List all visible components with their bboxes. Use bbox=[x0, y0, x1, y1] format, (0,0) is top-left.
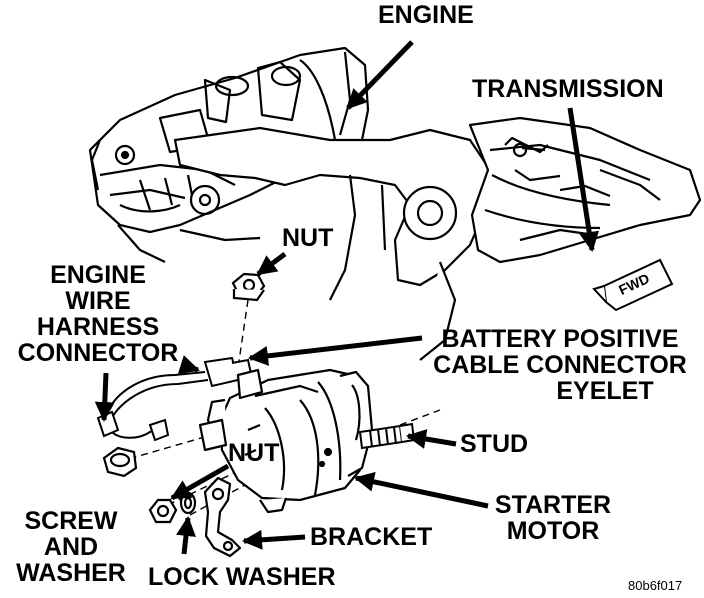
label-starter-motor: STARTER MOTOR bbox=[488, 492, 618, 544]
label-line: EYELET bbox=[556, 377, 654, 405]
label-battery-positive-cable-connector-eyelet: BATTERY POSITIVE CABLE CONNECTOR EYELET bbox=[420, 326, 700, 404]
label-line: WIRE bbox=[65, 287, 131, 315]
lock-washer-illustration bbox=[179, 491, 197, 515]
label-lock-washer: LOCK WASHER bbox=[148, 563, 336, 591]
label-screw-and-washer: SCREW AND WASHER bbox=[4, 508, 138, 586]
label-line: MOTOR bbox=[506, 517, 600, 545]
label-line: AND bbox=[43, 533, 99, 561]
figure-code: 80b6f017 bbox=[628, 578, 683, 593]
label-engine: ENGINE bbox=[378, 1, 474, 29]
label-line: CONNECTOR bbox=[17, 339, 179, 367]
bracket-illustration bbox=[203, 476, 242, 558]
starter-motor-illustration bbox=[198, 368, 374, 514]
fwd-arrow-icon bbox=[592, 258, 674, 312]
label-line: BATTERY POSITIVE bbox=[441, 325, 679, 353]
nut-top-illustration bbox=[231, 272, 266, 302]
nut-bottom-illustration bbox=[148, 498, 178, 524]
screw-and-washer-illustration bbox=[102, 446, 138, 478]
label-line: STARTER bbox=[494, 491, 612, 519]
engine-mount-bracket bbox=[173, 126, 492, 361]
label-line: SCREW bbox=[24, 507, 118, 535]
label-line: ENGINE bbox=[50, 261, 146, 289]
label-line: HARNESS bbox=[36, 313, 160, 341]
label-nut-top: NUT bbox=[282, 224, 334, 252]
label-nut-bottom: NUT bbox=[228, 439, 280, 467]
label-bracket: BRACKET bbox=[310, 523, 433, 551]
callout-arrows bbox=[94, 40, 600, 555]
label-transmission: TRANSMISSION bbox=[472, 75, 664, 103]
label-line: CABLE CONNECTOR bbox=[433, 351, 687, 379]
label-stud: STUD bbox=[460, 430, 529, 458]
label-engine-wire-harness-connector: ENGINE WIRE HARNESS CONNECTOR bbox=[8, 262, 188, 366]
label-line: WASHER bbox=[16, 559, 126, 587]
